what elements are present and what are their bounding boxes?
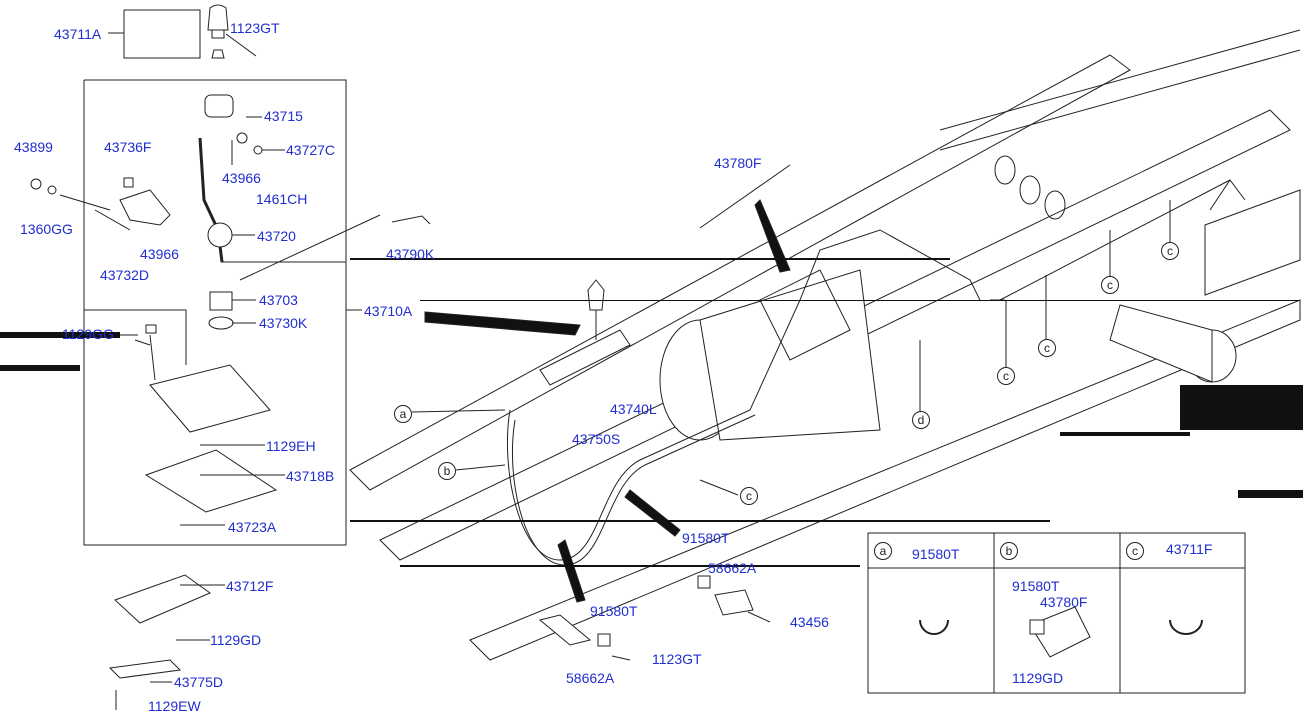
label-43723A: 43723A bbox=[228, 519, 277, 535]
shifter-base-shape bbox=[144, 449, 278, 513]
callout-c-5: c bbox=[997, 367, 1015, 385]
transmission-shape bbox=[699, 269, 881, 441]
label-43712F: 43712F bbox=[226, 578, 274, 594]
rod-43780F-shape bbox=[699, 164, 791, 229]
callout-b: b bbox=[438, 462, 456, 480]
label-43710A: 43710A bbox=[364, 303, 413, 319]
label-43966-b: 43966 bbox=[140, 246, 179, 262]
fork-shape bbox=[119, 189, 171, 226]
label-43780F-inset: 43780F bbox=[1040, 594, 1088, 610]
muffler-shape bbox=[1109, 304, 1213, 383]
label-1360GG: 1360GG bbox=[20, 221, 73, 237]
label-43711A: 43711A bbox=[54, 26, 102, 42]
label-43750S: 43750S bbox=[572, 431, 621, 447]
label-1129GD-left: 1129GD bbox=[210, 632, 262, 648]
inset-box bbox=[867, 532, 1246, 694]
label-43790K: 43790K bbox=[386, 246, 435, 262]
callout-c-1: c bbox=[740, 487, 758, 505]
callout-d: d bbox=[912, 411, 930, 429]
label-43703: 43703 bbox=[259, 292, 298, 308]
label-43718B: 43718B bbox=[286, 468, 335, 484]
label-43711F-inset: 43711F bbox=[1166, 541, 1213, 557]
label-91580T-low: 91580T bbox=[590, 603, 638, 619]
label-1461CH: 1461CH bbox=[256, 191, 308, 207]
label-43736F: 43736F bbox=[104, 139, 152, 155]
callout-c-3: c bbox=[1101, 276, 1119, 294]
shift-knob-shape bbox=[207, 4, 229, 31]
boot-plate-shape bbox=[149, 364, 271, 433]
label-1129GD-inset: 1129GD bbox=[1012, 670, 1064, 686]
inset-callout-a: a bbox=[874, 542, 892, 560]
label-1123GT-top: 1123GT bbox=[230, 20, 280, 36]
label-1123GT-low: 1123GT bbox=[652, 651, 702, 667]
label-91580T-inset-b: 91580T bbox=[1012, 578, 1060, 594]
label-1129GG: 1129GG bbox=[62, 326, 114, 342]
label-1129EW: 1129EW bbox=[148, 698, 201, 714]
label-1129EH: 1129EH bbox=[266, 438, 316, 454]
frame-rail-upper bbox=[349, 54, 1131, 491]
label-58662A-mid: 58662A bbox=[708, 560, 757, 576]
label-43727C: 43727C bbox=[286, 142, 336, 158]
label-43780F: 43780F bbox=[714, 155, 762, 171]
scan-artefacts bbox=[0, 258, 1303, 567]
label-58662A-low: 58662A bbox=[566, 670, 615, 686]
label-43730K: 43730K bbox=[259, 315, 308, 331]
label-43740L: 43740L bbox=[610, 401, 657, 417]
label-43775D: 43775D bbox=[174, 674, 224, 690]
callout-c-4: c bbox=[1038, 339, 1056, 357]
shifter-assembly-box bbox=[83, 79, 347, 546]
inset-callout-b: b bbox=[1000, 542, 1018, 560]
label-91580T-inset-a: 91580T bbox=[912, 546, 960, 562]
label-43966-a: 43966 bbox=[222, 170, 261, 186]
label-43720: 43720 bbox=[257, 228, 296, 244]
callout-c-2: c bbox=[1161, 242, 1179, 260]
callout-a: a bbox=[394, 405, 412, 423]
label-43732D: 43732D bbox=[100, 267, 150, 283]
label-91580T-mid: 91580T bbox=[682, 530, 730, 546]
shift-knob-bracket bbox=[123, 9, 201, 59]
frame-rail-lower bbox=[469, 299, 1301, 661]
lever-ball-shape bbox=[207, 222, 233, 248]
label-43899: 43899 bbox=[14, 139, 53, 155]
inset-callout-c: c bbox=[1126, 542, 1144, 560]
lower-bracket-shape bbox=[114, 574, 212, 624]
label-43715: 43715 bbox=[264, 108, 303, 124]
label-43456: 43456 bbox=[790, 614, 829, 630]
